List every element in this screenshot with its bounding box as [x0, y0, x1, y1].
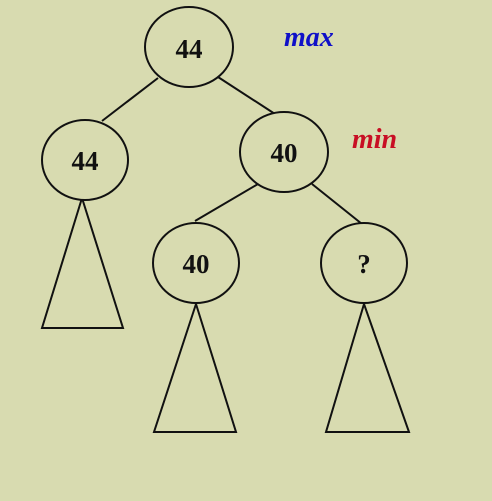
min-level-label: min [352, 124, 398, 155]
edge-right-right [311, 183, 363, 225]
subtree-left [40, 194, 125, 329]
edge-root-left [101, 77, 159, 122]
node-left-circle [41, 119, 129, 201]
node-right-circle [239, 111, 329, 193]
node-right-value: 40 [271, 138, 298, 168]
node-left-value: 44 [72, 146, 99, 176]
node-right-right-circle [320, 222, 408, 304]
node-root-value: 44 [176, 34, 203, 64]
edge-root-right [217, 76, 276, 115]
edge-right-left [194, 183, 259, 222]
node-right-left-circle [152, 222, 240, 304]
max-level-label: max [284, 22, 334, 53]
node-root-circle [144, 6, 234, 88]
subtree-right-left [152, 300, 238, 433]
node-right-left-value: 40 [183, 249, 210, 279]
node-right-right-value: ? [357, 249, 371, 279]
subtree-right-right [324, 300, 411, 433]
